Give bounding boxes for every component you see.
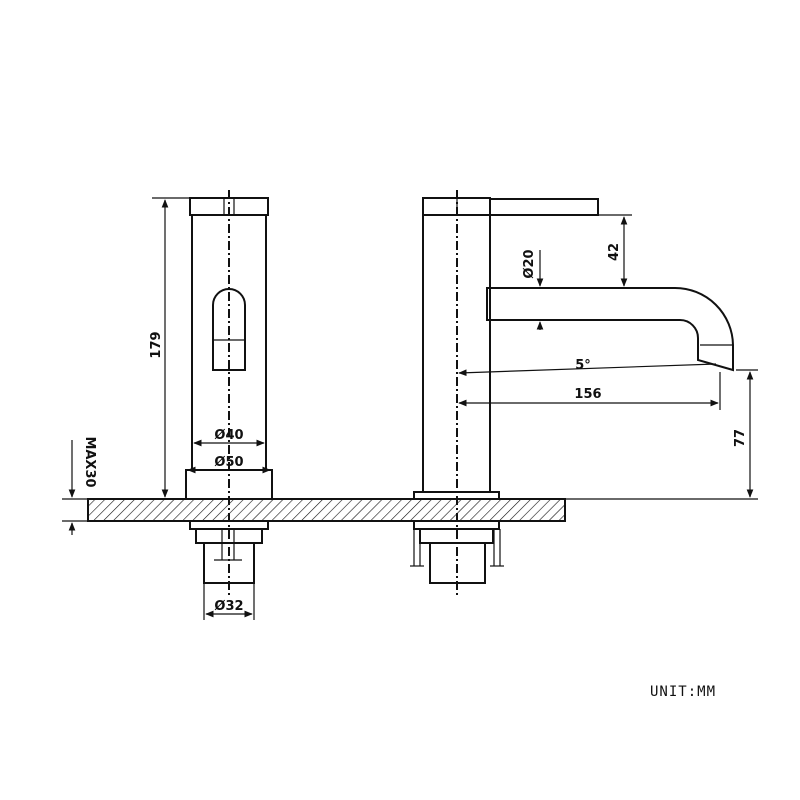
height-label: 179 [149,331,164,358]
reach-label: 156 [574,387,601,402]
body-diameter-label: Ø40 [214,428,243,443]
dimension-body-diameter: Ø40 [193,428,265,447]
countertop [87,498,566,522]
deck-thickness-label: MAX30 [82,436,97,487]
spout-height-label: 77 [733,429,748,447]
spout-drop-label: 42 [607,243,622,261]
dimension-deck-thickness: MAX30 [62,436,97,535]
dimension-height: 179 [149,197,190,498]
dimension-spout-angle: 5° [458,358,717,377]
shank-diameter-label: Ø32 [214,599,243,614]
spout-angle-label: 5° [575,358,591,373]
spout-diameter-label: Ø20 [522,249,537,278]
dimension-spout-drop: 42 [598,214,632,287]
dimension-shank-diameter: Ø32 [203,583,255,620]
side-view [410,190,734,595]
dimension-base-diameter: Ø50 [187,455,271,474]
front-view [185,190,273,595]
dimension-spout-height: 77 [565,369,758,500]
unit-label: UNIT:MM [650,684,716,700]
dimension-spout-diameter: Ø20 [522,249,544,330]
side-spout [486,287,734,372]
base-diameter-label: Ø50 [214,455,243,470]
front-spout-outlet [212,288,246,371]
dimension-reach: 156 [458,372,721,410]
